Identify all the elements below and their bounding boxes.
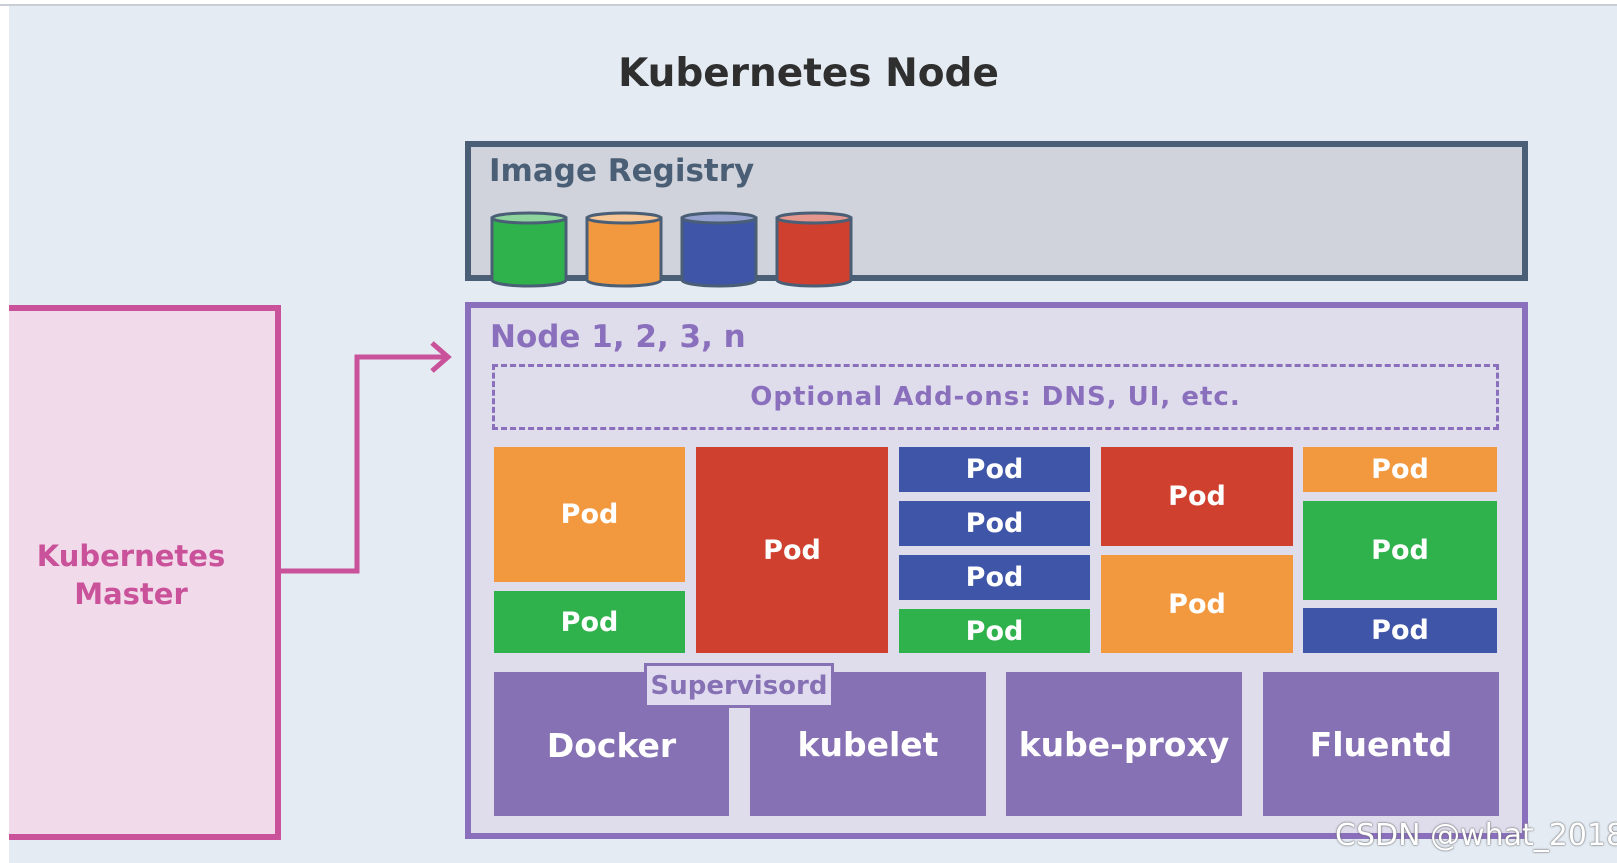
optional-addons-box: Optional Add-ons: DNS, UI, etc. <box>492 364 1499 430</box>
node-label: Node 1, 2, 3, n <box>490 319 746 355</box>
pod-10: Pod <box>1303 447 1497 492</box>
image-registry-box <box>465 141 1528 281</box>
registry-image-1 <box>490 211 568 288</box>
master-label-line2: Master <box>74 577 188 611</box>
kubernetes-master-label: Kubernetes Master <box>9 530 253 620</box>
pod-4: Pod <box>899 447 1090 492</box>
pod-8: Pod <box>1101 447 1293 546</box>
pod-5: Pod <box>899 501 1090 546</box>
registry-image-2 <box>585 211 663 288</box>
fluentd-box: Fluentd <box>1263 672 1499 816</box>
registry-image-4 <box>775 211 853 288</box>
pod-1: Pod <box>494 447 685 582</box>
diagram-title: Kubernetes Node <box>618 50 999 96</box>
registry-image-3 <box>680 211 758 288</box>
pod-2: Pod <box>494 591 685 653</box>
pod-7: Pod <box>899 609 1090 653</box>
image-registry-label: Image Registry <box>489 153 755 189</box>
top-border-line <box>0 4 1617 6</box>
kubernetes-master-box <box>9 305 281 840</box>
pod-6: Pod <box>899 555 1090 600</box>
kube-proxy-box: kube-proxy <box>1006 672 1242 816</box>
watermark: CSDN @what_2018 <box>1335 818 1617 853</box>
pod-9: Pod <box>1101 555 1293 653</box>
supervisord-label: Supervisord <box>644 663 834 708</box>
pod-11: Pod <box>1303 501 1497 600</box>
master-label-line1: Kubernetes <box>36 539 226 573</box>
pod-12: Pod <box>1303 608 1497 653</box>
pod-3: Pod <box>696 447 888 653</box>
